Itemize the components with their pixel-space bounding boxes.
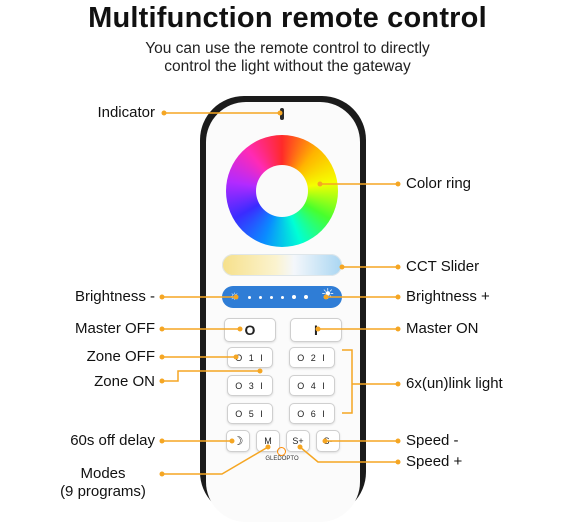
label-zone-off: Zone OFF	[86, 348, 155, 365]
brightness-dot	[281, 296, 284, 299]
label-master-off: Master OFF	[74, 320, 155, 337]
label-cct-slider: CCT Slider	[406, 258, 480, 275]
label-speed-plus: Speed +	[406, 453, 463, 470]
label-indicator: Indicator	[97, 104, 155, 121]
cct-slider[interactable]	[222, 254, 342, 276]
brightness-dot	[304, 295, 308, 299]
label-zone-on: Zone ON	[94, 373, 155, 390]
subtitle-line-1: You can use the remote control to direct…	[145, 40, 430, 57]
page-title: Multifunction remote control	[88, 2, 487, 34]
mode-button[interactable]: M	[256, 430, 280, 452]
brightness-dot	[270, 296, 273, 299]
master-off-button[interactable]: O	[224, 318, 276, 342]
label-off-delay: 60s off delay	[70, 432, 155, 449]
speed-plus-button[interactable]: S+	[286, 430, 310, 452]
zone-5-button[interactable]: O 5 I	[227, 403, 273, 424]
brightness-dot	[248, 296, 251, 299]
brand-logo-icon	[277, 447, 286, 456]
leader-lines	[159, 110, 401, 477]
label-color-ring: Color ring	[406, 175, 472, 192]
zone-4-button[interactable]: O 4 I	[289, 375, 335, 396]
label-brightness-plus: Brightness +	[406, 288, 490, 305]
brightness-dot	[292, 295, 296, 299]
label-modes-line-1: Modes	[80, 465, 126, 482]
brand-text: GLEDOPTO	[265, 456, 299, 462]
label-modes-line-2: (9 programs)	[60, 483, 146, 500]
subtitle: You can use the remote control to direct…	[0, 40, 575, 76]
zone-2-button[interactable]: O 2 I	[289, 347, 335, 368]
zone-3-button[interactable]: O 3 I	[227, 375, 273, 396]
subtitle-line-2: control the light without the gateway	[164, 58, 411, 75]
zone-1-button[interactable]: O 1 I	[227, 347, 273, 368]
label-brightness-minus: Brightness -	[74, 288, 155, 305]
zone-6-button[interactable]: O 6 I	[289, 403, 335, 424]
color-ring-center	[256, 165, 308, 217]
brightness-dot	[259, 296, 262, 299]
label-modes: Modes (9 programs)	[48, 465, 158, 501]
label-speed-minus: Speed -	[406, 432, 459, 449]
label-master-on: Master ON	[406, 320, 479, 337]
label-link-light: 6x(un)link light	[406, 375, 503, 392]
